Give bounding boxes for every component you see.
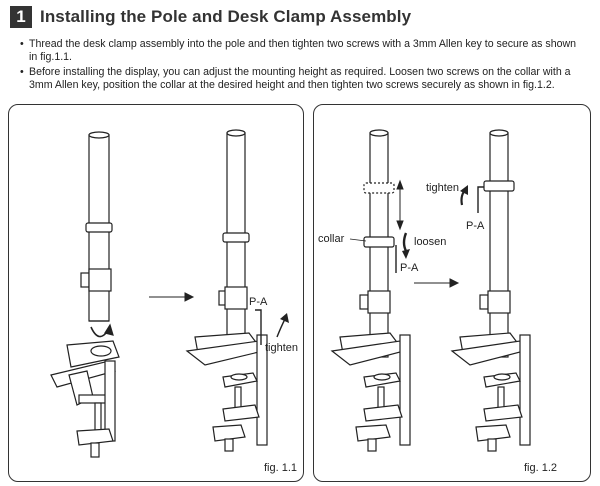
pole-right-adjusted bbox=[479, 129, 515, 358]
pa-label-left: P-A bbox=[400, 262, 419, 274]
tighten-label: tighten bbox=[426, 182, 459, 194]
section-header: 1 Installing the Pole and Desk Clamp Ass… bbox=[10, 6, 411, 28]
pa-label-right: P-A bbox=[466, 220, 485, 232]
step-number-badge: 1 bbox=[10, 6, 32, 28]
instruction-text: Thread the desk clamp assembly into the … bbox=[29, 38, 577, 63]
desk-clamp-left bbox=[330, 332, 411, 452]
loosen-label: loosen bbox=[414, 236, 446, 248]
figure-1-2-panel: collar loosen P-A bbox=[313, 104, 591, 482]
pa-label: P-A bbox=[249, 296, 268, 308]
pole-assembled bbox=[218, 129, 250, 356]
instruction-item: • Before installing the display, you can… bbox=[20, 66, 582, 92]
collar-label: collar bbox=[318, 233, 345, 245]
bullet-marker: • bbox=[20, 66, 24, 78]
pole-left-adjust bbox=[359, 129, 395, 358]
section-title: Installing the Pole and Desk Clamp Assem… bbox=[40, 7, 412, 26]
figure-1-2-illustration: collar loosen P-A bbox=[318, 129, 557, 474]
bullet-marker: • bbox=[20, 38, 24, 50]
figure-1-1-illustration: P-A tighten fig. 1.1 bbox=[50, 129, 298, 474]
tighten-label: tighten bbox=[265, 342, 298, 354]
figure-caption: fig. 1.1 bbox=[264, 462, 297, 474]
instruction-text: Before installing the display, you can a… bbox=[29, 66, 571, 91]
desk-clamp-right bbox=[450, 332, 531, 452]
figure-caption: fig. 1.2 bbox=[524, 462, 557, 474]
desk-clamp-left bbox=[50, 340, 120, 458]
pole-separated bbox=[80, 131, 113, 322]
figure-1-1-panel: P-A tighten fig. 1.1 bbox=[8, 104, 304, 482]
desk-clamp-right bbox=[185, 332, 268, 452]
instruction-list: • Thread the desk clamp assembly into th… bbox=[20, 38, 582, 94]
instruction-item: • Thread the desk clamp assembly into th… bbox=[20, 38, 582, 64]
